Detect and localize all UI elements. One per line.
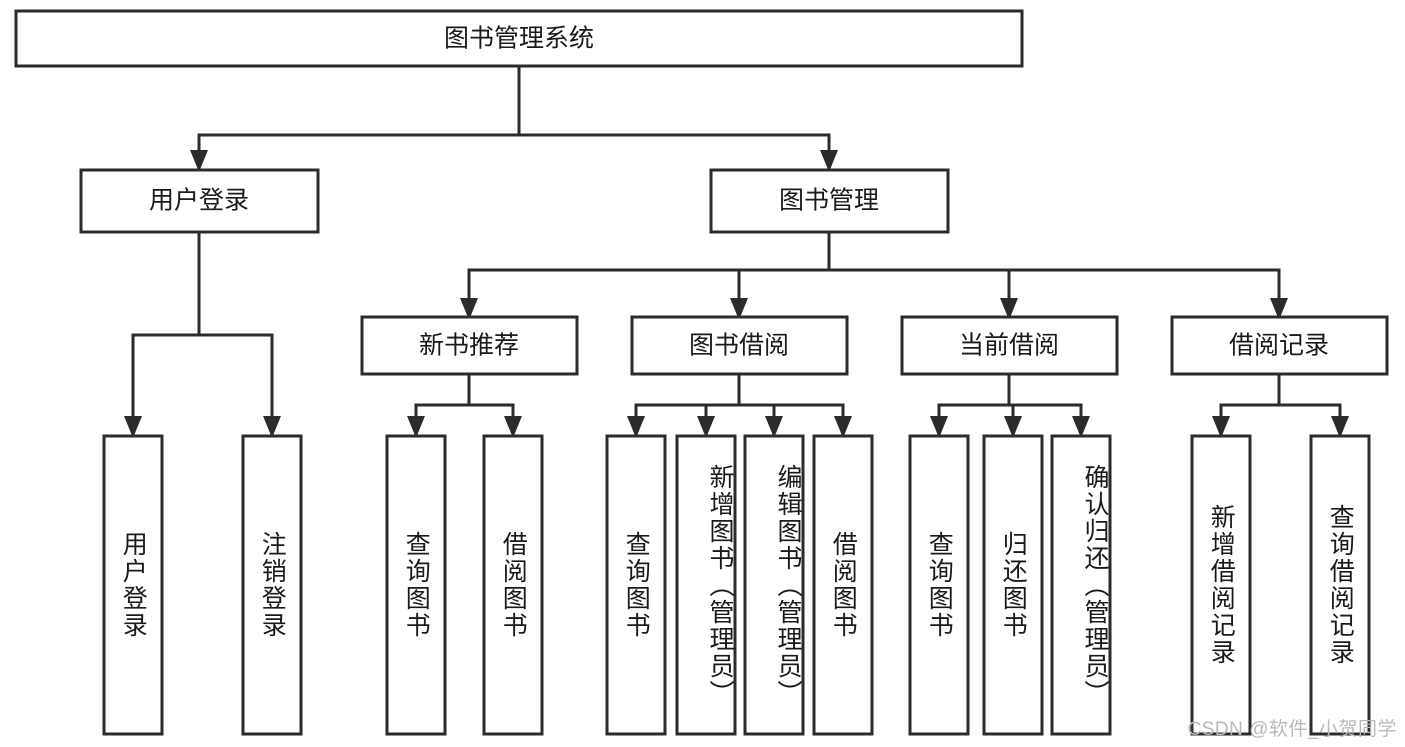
node-book-management[interactable]: 图书管理 xyxy=(709,168,950,234)
node-current-borrow-label: 当前借阅 xyxy=(959,332,1059,360)
arrow-head-leaf-12 xyxy=(1212,416,1230,438)
arrow-head-leaf-7 xyxy=(765,416,783,438)
leaf-box-add-book-admin[interactable] xyxy=(675,434,737,736)
node-borrow-record[interactable]: 借阅记录 xyxy=(1170,315,1389,376)
node-book-borrow-box[interactable] xyxy=(630,315,849,376)
arrow-head-leaf-5 xyxy=(627,416,645,438)
connector-group-current-to-leaves xyxy=(930,372,1090,438)
leaf-box-confirm-return-admin[interactable] xyxy=(1050,434,1112,736)
leaf-box-borrow-book-newbook[interactable] xyxy=(482,434,544,736)
connector-group-bookmgmt-to-level2 xyxy=(460,230,1288,320)
node-root-box[interactable] xyxy=(14,9,1024,68)
node-new-book-recommend-label: 新书推荐 xyxy=(419,332,519,360)
node-user-login[interactable]: 用户登录 xyxy=(79,168,320,234)
leaf-box-edit-book-admin[interactable] xyxy=(743,434,805,736)
arrow-head-leaf-3 xyxy=(407,416,425,438)
node-user-login-box[interactable] xyxy=(79,168,320,234)
connector-group-root-to-level1 xyxy=(190,64,838,172)
leaf-box-query-book-current[interactable] xyxy=(908,434,970,736)
node-book-management-label: 图书管理 xyxy=(779,187,879,215)
node-current-borrow-box[interactable] xyxy=(900,315,1119,376)
node-new-book-recommend-box[interactable] xyxy=(360,315,579,376)
leaf-box-return-book[interactable] xyxy=(982,434,1044,736)
node-borrow-record-box[interactable] xyxy=(1170,315,1389,376)
csdn-watermark: CSDN @软件_小贺同学 xyxy=(1187,719,1397,740)
leaf-box-query-book-borrow[interactable] xyxy=(605,434,667,736)
leaf-box-user-login[interactable] xyxy=(102,434,164,736)
arrow-head-current xyxy=(1000,298,1018,320)
leaf-box-query-book-newbook[interactable] xyxy=(385,434,447,736)
arrow-head-bookmgmt xyxy=(820,150,838,172)
arrow-head-leaf-2 xyxy=(263,416,281,438)
arrow-head-userlogin xyxy=(190,150,208,172)
arrow-head-newbook xyxy=(460,298,478,320)
arrow-head-leaf-1 xyxy=(124,416,142,438)
arrow-head-borrow xyxy=(730,298,748,320)
node-root[interactable]: 图书管理系统 xyxy=(14,9,1024,68)
connector-group-borrow-to-leaves xyxy=(627,372,852,438)
node-new-book-recommend[interactable]: 新书推荐 xyxy=(360,315,579,376)
node-book-borrow[interactable]: 图书借阅 xyxy=(630,315,849,376)
arrow-head-leaf-4 xyxy=(504,416,522,438)
arrow-head-leaf-9 xyxy=(930,416,948,438)
connector-group-record-to-leaves xyxy=(1212,372,1349,438)
node-user-login-label: 用户登录 xyxy=(149,187,249,215)
node-root-label: 图书管理系统 xyxy=(444,25,594,53)
leaf-box-borrow-book[interactable] xyxy=(812,434,874,736)
arrow-head-leaf-13 xyxy=(1331,416,1349,438)
node-book-management-box[interactable] xyxy=(709,168,950,234)
arrow-head-record xyxy=(1270,298,1288,320)
node-current-borrow[interactable]: 当前借阅 xyxy=(900,315,1119,376)
arrow-head-leaf-11 xyxy=(1072,416,1090,438)
arrow-head-leaf-8 xyxy=(834,416,852,438)
leaf-box-query-borrow-record[interactable] xyxy=(1309,434,1371,736)
node-borrow-record-label: 借阅记录 xyxy=(1229,332,1329,360)
arrow-head-leaf-10 xyxy=(1004,416,1022,438)
arrow-head-leaf-6 xyxy=(697,416,715,438)
connector-group-newbook-to-leaves xyxy=(407,372,522,438)
node-book-borrow-label: 图书借阅 xyxy=(689,332,789,360)
connector-group-userlogin-to-leaves xyxy=(124,230,281,438)
leaf-box-add-borrow-record[interactable] xyxy=(1190,434,1252,736)
leaf-box-logout[interactable] xyxy=(241,434,303,736)
